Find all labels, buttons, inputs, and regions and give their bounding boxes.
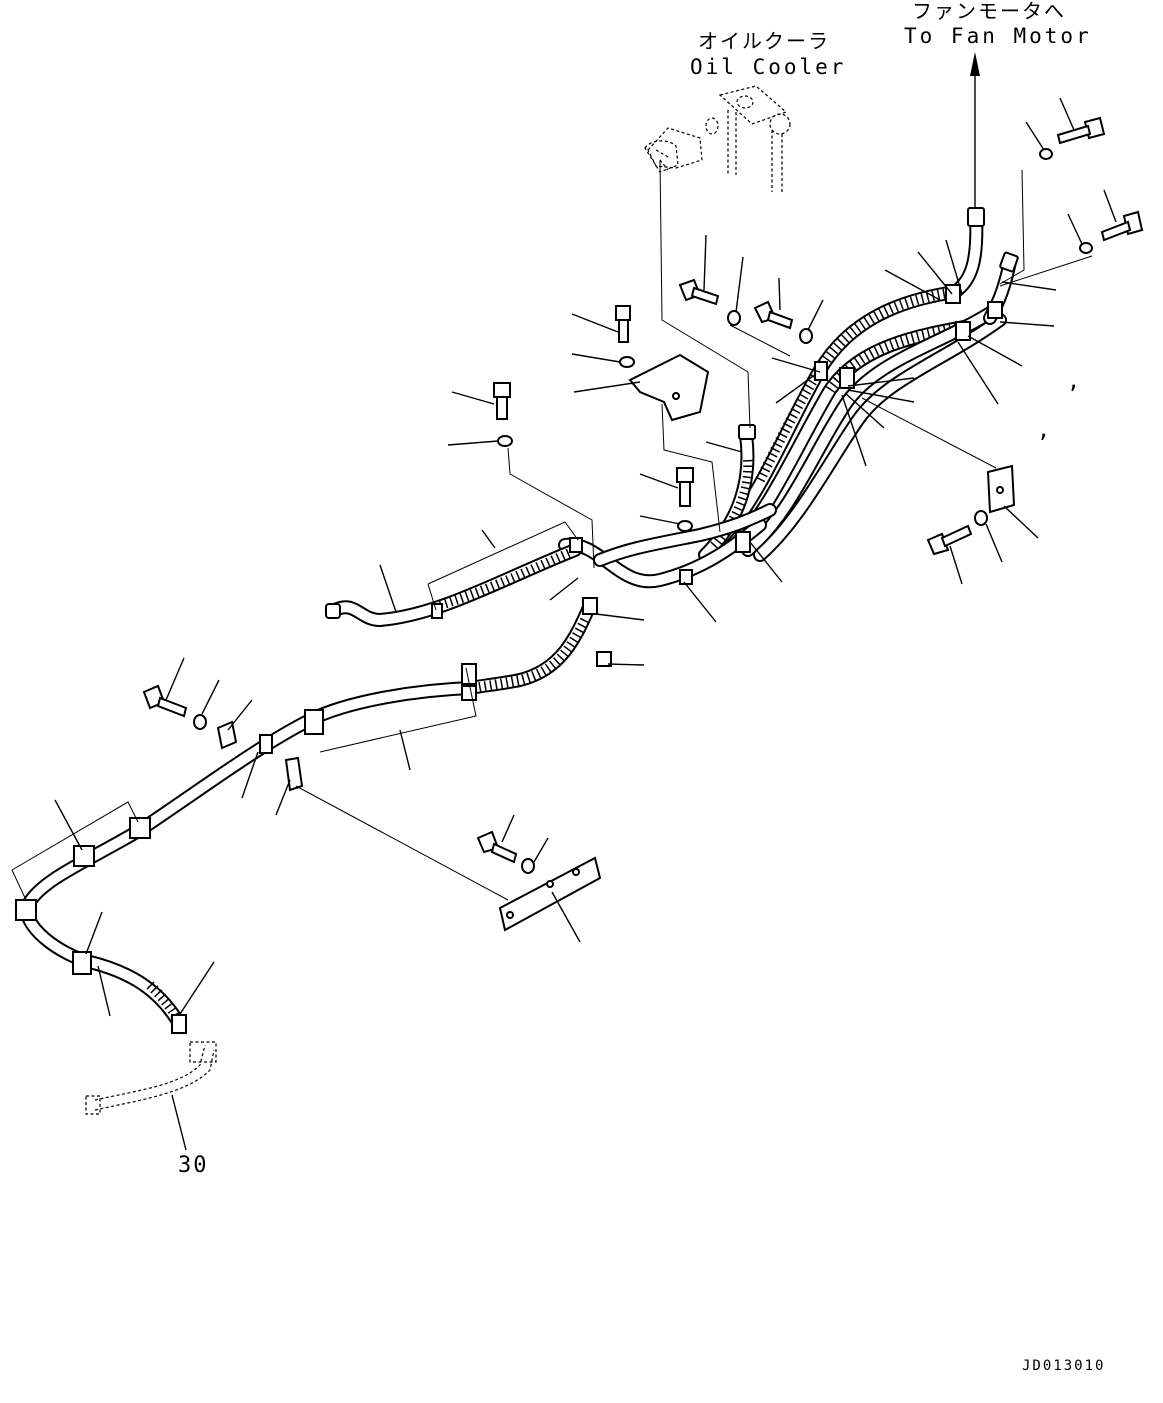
bolt-8 bbox=[926, 524, 973, 556]
part-number-30: 30 bbox=[178, 1153, 209, 1178]
washer-6 bbox=[1039, 148, 1053, 160]
clip-bracket-left bbox=[216, 720, 238, 750]
bolt-10 bbox=[476, 830, 518, 864]
bolt-5 bbox=[753, 300, 794, 330]
oil-cooler bbox=[647, 85, 791, 192]
middle-hose-bundle bbox=[558, 503, 777, 589]
washer-10 bbox=[521, 858, 535, 874]
fan-motor-label-en: To Fan Motor bbox=[904, 24, 1092, 48]
fan-motor-hose bbox=[948, 207, 1019, 325]
bolt-9 bbox=[142, 684, 188, 718]
washer-3 bbox=[677, 520, 693, 532]
drawing-code: JD013010 bbox=[1022, 1358, 1105, 1374]
hose-clamps bbox=[15, 284, 1003, 1034]
fan-motor-label-jp: ファンモータへ bbox=[912, 0, 1066, 23]
upper-bracket bbox=[628, 353, 710, 422]
washer-8 bbox=[974, 510, 988, 526]
bolt-6 bbox=[1056, 116, 1106, 145]
oil-cooler-elbow-fitting bbox=[644, 140, 679, 173]
left-return-hose bbox=[325, 543, 582, 627]
washer-2 bbox=[497, 435, 513, 447]
bolt-1 bbox=[615, 305, 631, 343]
fan-motor-arrow bbox=[970, 52, 980, 212]
center-descending-hose bbox=[463, 598, 597, 695]
leader-lines bbox=[11, 97, 1117, 1151]
washer-9 bbox=[193, 714, 207, 730]
washer-7 bbox=[1079, 242, 1093, 254]
washer-5 bbox=[799, 328, 813, 344]
oil-cooler-hose bbox=[698, 424, 756, 562]
washer-4 bbox=[727, 310, 741, 326]
comma-mark-1: , bbox=[1067, 369, 1082, 394]
hose-30 bbox=[85, 1041, 217, 1115]
washer-1 bbox=[619, 356, 635, 368]
oil-cooler-label-jp: オイルクーラ bbox=[698, 29, 830, 53]
bolt-7 bbox=[1100, 210, 1144, 242]
right-small-bracket bbox=[986, 464, 1016, 514]
bolt-4 bbox=[678, 278, 720, 306]
oil-cooler-label-en: Oil Cooler bbox=[690, 55, 846, 79]
comma-mark-2: , bbox=[1037, 418, 1052, 443]
bolt-3 bbox=[676, 467, 694, 507]
clip-bracket-middle bbox=[284, 756, 304, 792]
bottom-plate-bracket bbox=[498, 856, 602, 932]
bolt-2 bbox=[493, 382, 511, 420]
